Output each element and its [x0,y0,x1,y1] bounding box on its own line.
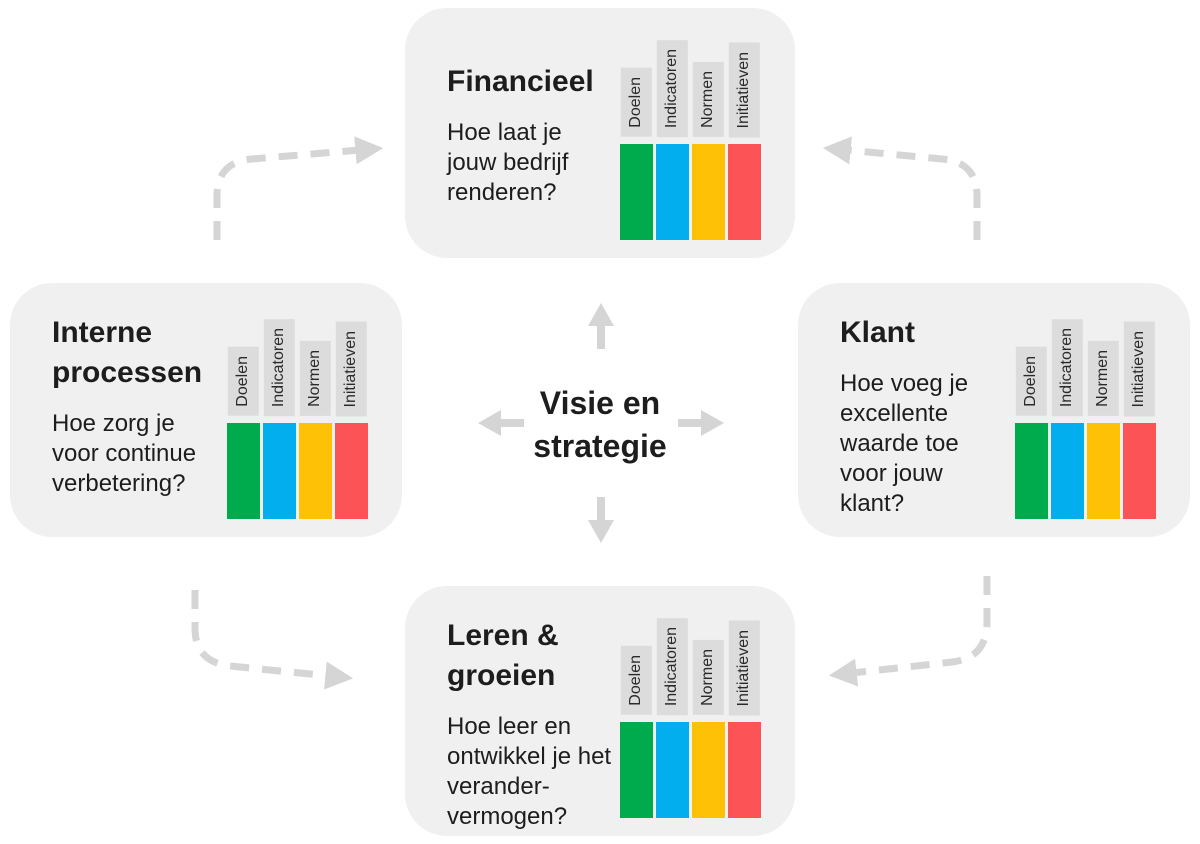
card-leren-title: Leren & groeien [447,619,559,692]
column-initiatieven: Initiatieven [728,42,761,240]
column-indicatoren: Indicatoren [1051,318,1084,519]
column-label-indicatoren: Indicatoren [657,39,688,137]
column-doelen: Doelen [620,646,653,818]
scorecard-table-klant: Doelen Indicatoren Normen Initiatieven [1015,318,1156,519]
column-initiatieven: Initiatieven [335,321,368,519]
bar-normen [299,423,332,519]
bar-indicatoren [263,423,296,519]
cross-arrow-down-icon [588,497,614,543]
card-leren-question: Hoe leer en ontwikkel je het verander- v… [447,713,612,830]
column-label-normen: Normen [693,640,724,715]
bar-initiatieven [335,423,368,519]
bar-doelen [1015,423,1048,519]
cycle-arrow-bottom-left-icon [191,590,354,690]
scorecard-table-interne: Doelen Indicatoren Normen Initiatieven [227,318,368,519]
column-doelen: Doelen [227,347,260,519]
bar-doelen [620,144,653,240]
cross-arrow-up-icon [588,303,614,349]
cross-arrow-left-icon [478,410,524,436]
bar-indicatoren [656,722,689,818]
column-normen: Normen [1087,341,1120,519]
card-klant-title: Klant [840,316,915,349]
column-normen: Normen [299,341,332,519]
card-klant: Klant Hoe voeg je excellente waarde toe … [798,283,1190,537]
column-label-initiatieven: Initiatieven [729,620,760,715]
bar-normen [692,722,725,818]
bar-normen [1087,423,1120,519]
card-interne-processen: Interne processen Hoe zorg je voor conti… [10,283,402,537]
column-doelen: Doelen [1015,347,1048,519]
column-normen: Normen [692,640,725,818]
cycle-arrow-top-right-icon [822,136,981,240]
column-label-normen: Normen [300,341,331,416]
column-initiatieven: Initiatieven [728,620,761,818]
center-vision-strategy-label: Visie en strategie [533,385,667,464]
cycle-arrow-top-left-icon [213,136,384,240]
card-financieel: Financieel Hoe laat je jouw bedrijf rend… [405,8,795,258]
card-financieel-question: Hoe laat je jouw bedrijf renderen? [447,119,569,206]
column-label-doelen: Doelen [1016,347,1047,416]
column-label-indicatoren: Indicatoren [1052,318,1083,416]
column-indicatoren: Indicatoren [656,617,689,818]
column-label-doelen: Doelen [621,68,652,137]
bar-indicatoren [1051,423,1084,519]
column-normen: Normen [692,62,725,240]
card-financieel-title: Financieel [447,65,594,98]
card-leren-groeien: Leren & groeien Hoe leer en ontwikkel je… [405,586,795,836]
column-label-doelen: Doelen [621,646,652,715]
column-label-initiatieven: Initiatieven [336,321,367,416]
bar-indicatoren [656,144,689,240]
column-label-indicatoren: Indicatoren [657,617,688,715]
cross-arrow-right-icon [678,410,724,436]
bar-normen [692,144,725,240]
cycle-arrow-bottom-right-icon [828,576,991,687]
bar-doelen [227,423,260,519]
bar-initiatieven [728,144,761,240]
card-interne-title: Interne processen [52,316,203,389]
bar-doelen [620,722,653,818]
column-label-normen: Normen [693,62,724,137]
column-label-normen: Normen [1088,341,1119,416]
scorecard-table-leren: Doelen Indicatoren Normen Initiatieven [620,617,761,818]
column-label-doelen: Doelen [228,347,259,416]
column-initiatieven: Initiatieven [1123,321,1156,519]
scorecard-table-financieel: Doelen Indicatoren Normen Initiatieven [620,39,761,240]
column-label-indicatoren: Indicatoren [264,318,295,416]
bar-initiatieven [728,722,761,818]
bar-initiatieven [1123,423,1156,519]
card-interne-question: Hoe zorg je voor continue verbetering? [52,410,197,497]
card-klant-question: Hoe voeg je excellente waarde toe voor j… [840,370,969,517]
column-doelen: Doelen [620,68,653,240]
column-label-initiatieven: Initiatieven [729,42,760,137]
column-indicatoren: Indicatoren [656,39,689,240]
column-indicatoren: Indicatoren [263,318,296,519]
column-label-initiatieven: Initiatieven [1124,321,1155,416]
